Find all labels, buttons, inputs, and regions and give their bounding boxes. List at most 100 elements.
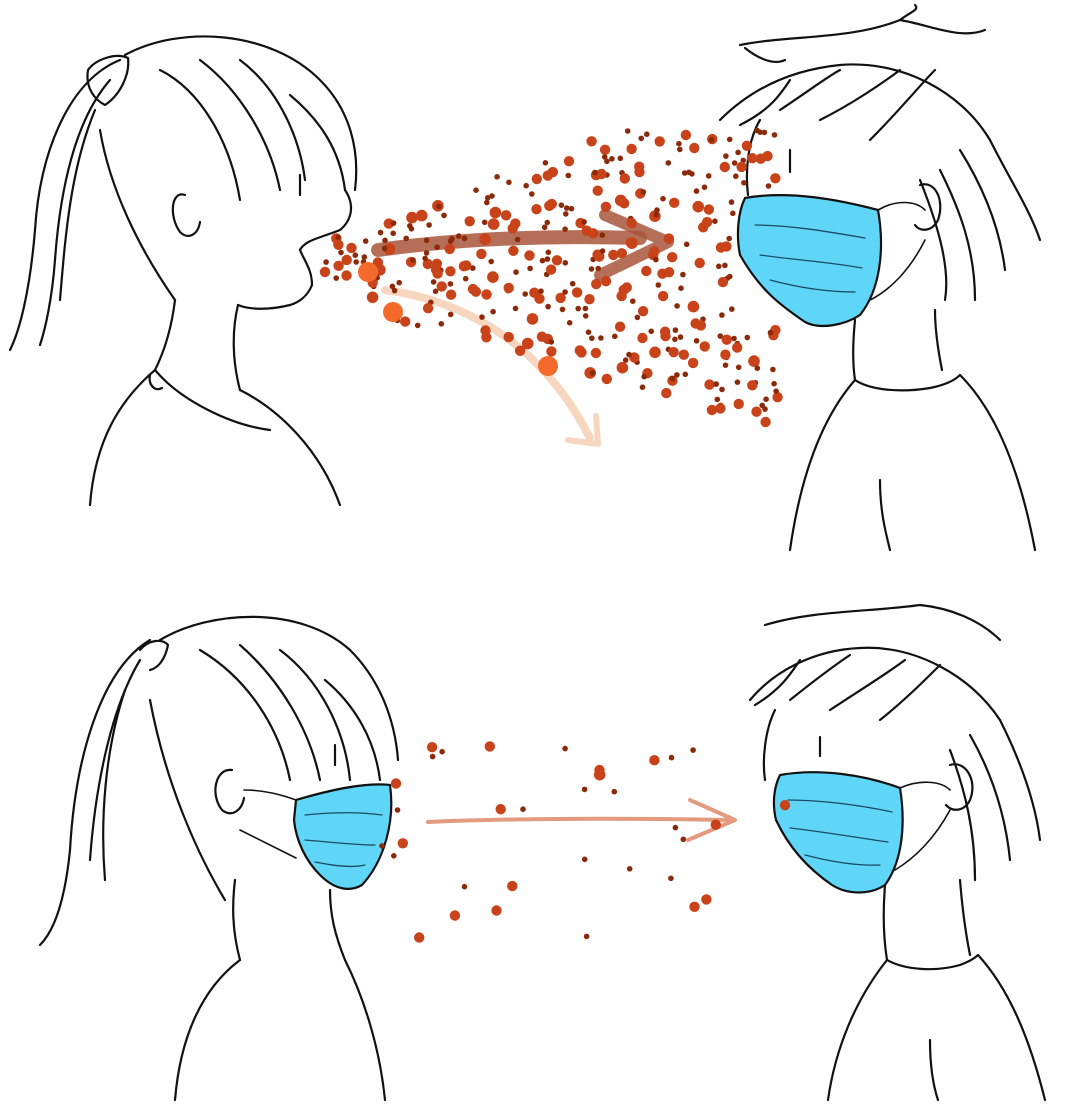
droplet (612, 334, 618, 340)
droplet (482, 220, 488, 226)
droplet (768, 330, 774, 336)
droplet (583, 313, 589, 319)
droplet (531, 204, 541, 214)
droplet (448, 312, 454, 318)
droplet (584, 934, 590, 940)
droplet (448, 238, 454, 244)
droplet (670, 376, 676, 382)
droplet (640, 384, 646, 390)
droplet (600, 145, 610, 155)
droplet (732, 342, 742, 352)
droplet (669, 198, 679, 208)
droplet (612, 789, 618, 795)
droplet (439, 749, 445, 755)
droplet (545, 256, 551, 262)
droplet (720, 350, 730, 360)
droplet (564, 205, 570, 211)
droplet (599, 232, 605, 238)
speaker-girl-bottom (40, 617, 398, 1100)
droplet (481, 289, 491, 299)
droplet (506, 180, 512, 186)
droplet (679, 350, 689, 360)
droplet (696, 320, 706, 330)
droplet (772, 132, 778, 138)
droplet (677, 147, 683, 153)
droplet (681, 130, 691, 140)
droplet (667, 252, 677, 262)
droplet (598, 335, 604, 341)
droplet (736, 162, 746, 172)
droplet (683, 372, 689, 378)
droplet (424, 250, 430, 256)
droplet (637, 333, 647, 343)
droplet (476, 249, 486, 259)
droplet (480, 325, 490, 335)
listener-boy-bottom (750, 605, 1045, 1100)
droplet (626, 352, 632, 358)
droplet (560, 307, 566, 313)
droplet (490, 207, 502, 219)
droplet (735, 379, 741, 385)
droplet (727, 137, 733, 143)
droplet (490, 309, 496, 315)
droplet (668, 876, 674, 882)
droplet (745, 335, 751, 341)
droplet (698, 222, 708, 232)
droplet (719, 312, 725, 318)
droplet (406, 212, 418, 224)
droplet (770, 173, 780, 183)
droplet (649, 246, 659, 256)
droplet (625, 128, 631, 134)
droplet (673, 327, 679, 333)
droplet (320, 267, 330, 277)
droplet (721, 241, 731, 251)
droplet (395, 807, 401, 813)
droplet (615, 195, 627, 207)
droplet (515, 237, 521, 243)
droplet (379, 843, 385, 849)
droplet (690, 747, 696, 753)
droplet (545, 304, 551, 310)
droplet (591, 348, 601, 358)
droplet (513, 269, 519, 275)
droplet (448, 281, 454, 287)
droplet (638, 136, 644, 142)
droplet (341, 270, 351, 280)
droplet (706, 173, 712, 179)
droplet (575, 306, 581, 312)
droplet (729, 199, 735, 205)
droplet (715, 397, 721, 403)
droplet (504, 332, 514, 342)
droplet (403, 236, 409, 242)
droplet (601, 276, 611, 286)
droplet (527, 266, 533, 272)
droplet (704, 204, 714, 214)
droplet (602, 374, 612, 384)
droplet (701, 894, 711, 904)
face-mask-speaker-bottom (294, 784, 391, 889)
droplet (595, 266, 601, 272)
droplet (723, 362, 729, 368)
droplet (620, 173, 630, 183)
droplet (532, 174, 542, 184)
droplet (524, 250, 534, 260)
droplet (465, 216, 475, 226)
droplet (678, 285, 684, 291)
droplet (759, 403, 765, 409)
droplet (751, 407, 761, 417)
droplet (382, 246, 388, 252)
droplet (562, 226, 568, 232)
droplet (462, 884, 468, 890)
droplet (608, 250, 618, 260)
droplet (641, 266, 651, 276)
droplet (681, 837, 687, 843)
droplet (689, 902, 699, 912)
droplet (755, 365, 761, 371)
droplet (363, 238, 369, 244)
droplet (523, 183, 529, 189)
droplet (688, 358, 698, 368)
droplet (684, 242, 690, 248)
droplet (513, 306, 519, 312)
droplet (488, 259, 494, 265)
